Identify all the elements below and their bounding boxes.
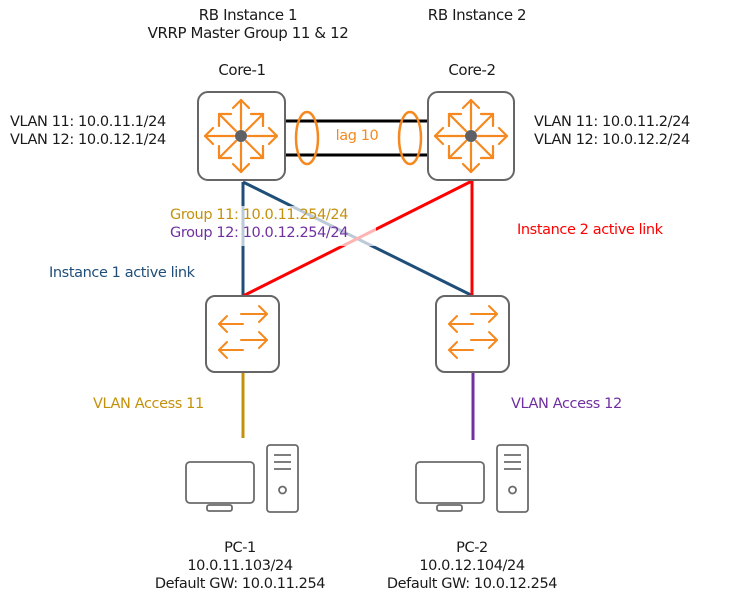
pc-2-ip: 10.0.12.104/24 [419,558,525,574]
pc-1-ip: 10.0.11.103/24 [187,558,293,574]
core-2-vlan11-ip: VLAN 11: 10.0.11.2/24 [534,114,690,130]
core-2-device[interactable] [427,91,515,181]
instance1-subtitle-text: VRRP Master Group 11 & 12 [147,24,349,42]
core-2-vlan-list: VLAN 11: 10.0.11.2/24 VLAN 12: 10.0.12.2… [534,113,690,149]
pc-icon [185,444,299,513]
pc-2-info: PC-2 10.0.12.104/24 Default GW: 10.0.12.… [386,539,558,593]
lag-ellipse-right [397,110,423,166]
lag-label: lag 10 [335,128,379,144]
instance2-active-link-label: Instance 2 active link [517,222,663,238]
vlan-access-12-label: VLAN Access 12 [511,396,622,412]
instance1-title: RB Instance 1 VRRP Master Group 11 & 12 [148,6,349,42]
pc-1-device[interactable] [185,444,299,513]
pc-2-gateway: Default GW: 10.0.12.254 [386,576,558,592]
core-1-device[interactable] [197,91,286,181]
core-2-vlan12-ip: VLAN 12: 10.0.12.2/24 [534,132,690,148]
vrrp-group-11-label: Group 11: 10.0.11.254/24 [170,207,349,223]
pc-2-device[interactable] [415,444,529,513]
core-1-vlan11-ip: VLAN 11: 10.0.11.1/24 [10,114,166,130]
vlan-access-11-label: VLAN Access 11 [93,396,204,412]
core-1-name: Core-1 [218,61,266,79]
lag-ellipse-left [294,110,320,166]
access-switch-1[interactable] [205,295,280,373]
pc-1-info: PC-1 10.0.11.103/24 Default GW: 10.0.11.… [154,539,326,593]
core-2-name: Core-2 [448,61,496,79]
pc-1-name: PC-1 [224,540,256,556]
pc-2-name: PC-2 [456,540,488,556]
pc-1-gateway: Default GW: 10.0.11.254 [154,576,326,592]
vrrp-group-labels: Group 11: 10.0.11.254/24 Group 12: 10.0.… [170,206,376,246]
core-1-vlan-list: VLAN 11: 10.0.11.1/24 VLAN 12: 10.0.12.1… [10,113,166,149]
instance2-title: RB Instance 2 [427,6,527,24]
access-switch-2[interactable] [435,295,510,373]
core-1-vlan12-ip: VLAN 12: 10.0.12.1/24 [10,132,166,148]
vrrp-group-12-label: Group 12: 10.0.12.254/24 [170,225,349,241]
instance1-title-text: RB Instance 1 [198,6,298,24]
instance1-active-link-label: Instance 1 active link [49,265,195,281]
pc-icon [415,444,529,513]
